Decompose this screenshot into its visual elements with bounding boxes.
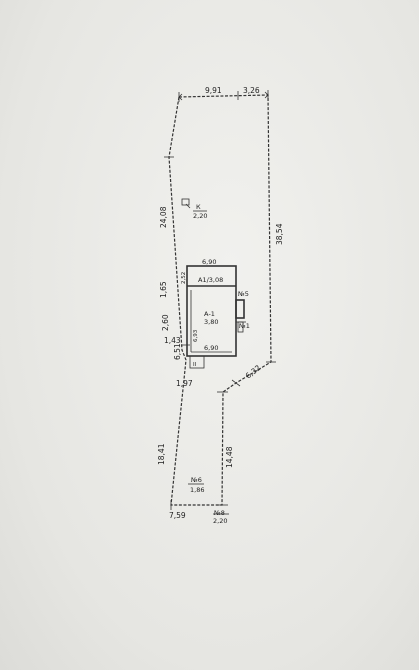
dim-left-a: 1,65 [159,281,168,298]
dim-left-lower: 18,41 [157,443,166,465]
well-value: 2,20 [193,212,207,220]
dim-right-long: 38,54 [275,223,284,245]
house [186,265,246,369]
dim-left-d: 6,51 [173,343,182,360]
house-width-bottom: 6,90 [204,344,218,352]
dim-top-right: 3,26 [243,86,260,95]
house-width-top: 6,90 [202,258,216,266]
marker-1: №1 [238,322,250,330]
dim-left-b: 2,60 [161,314,170,331]
marker-8-value: 2,20 [213,517,227,525]
well: К 2,20 [181,198,207,220]
annex-depth: 2,52 [181,272,187,284]
well-letter: К [196,203,201,211]
plot-boundary [164,90,276,510]
dim-bottom: 7,59 [169,511,186,520]
marker-6: №6 [190,476,202,484]
dim-top-left: 9,91 [205,86,222,95]
well-square-icon [181,198,190,206]
marker-5: №5 [237,290,249,298]
dim-right-lower: 14,48 [225,446,234,468]
main-house-height: 3,80 [204,318,218,326]
room-5-box [235,299,245,319]
dim-step: 1,97 [176,379,193,388]
main-house-label: А-1 [204,310,215,318]
dimension-labels: 9,91 3,26 38,54 24,08 1,65 2,60 1,43 6,5… [157,86,284,520]
inner-depth: 6,93 [193,329,199,342]
porch-label: II [193,362,197,368]
annex-label: А1/3,08 [198,276,223,284]
house-labels: 6,90 А1/3,08 2,52 А-1 3,80 6,93 6,90 II … [181,258,250,368]
marker-6-value: 1,86 [190,486,204,494]
dim-left-c: 1,43 [164,336,181,345]
dim-left-upper: 24,08 [159,206,168,228]
porch-box [189,355,205,369]
dim-diagonal: 6,32 [244,363,263,381]
boundary-line [168,94,272,506]
corner-markers: №6 1,86 №8 2,20 [188,476,229,525]
marker-8: №8 [213,509,225,517]
